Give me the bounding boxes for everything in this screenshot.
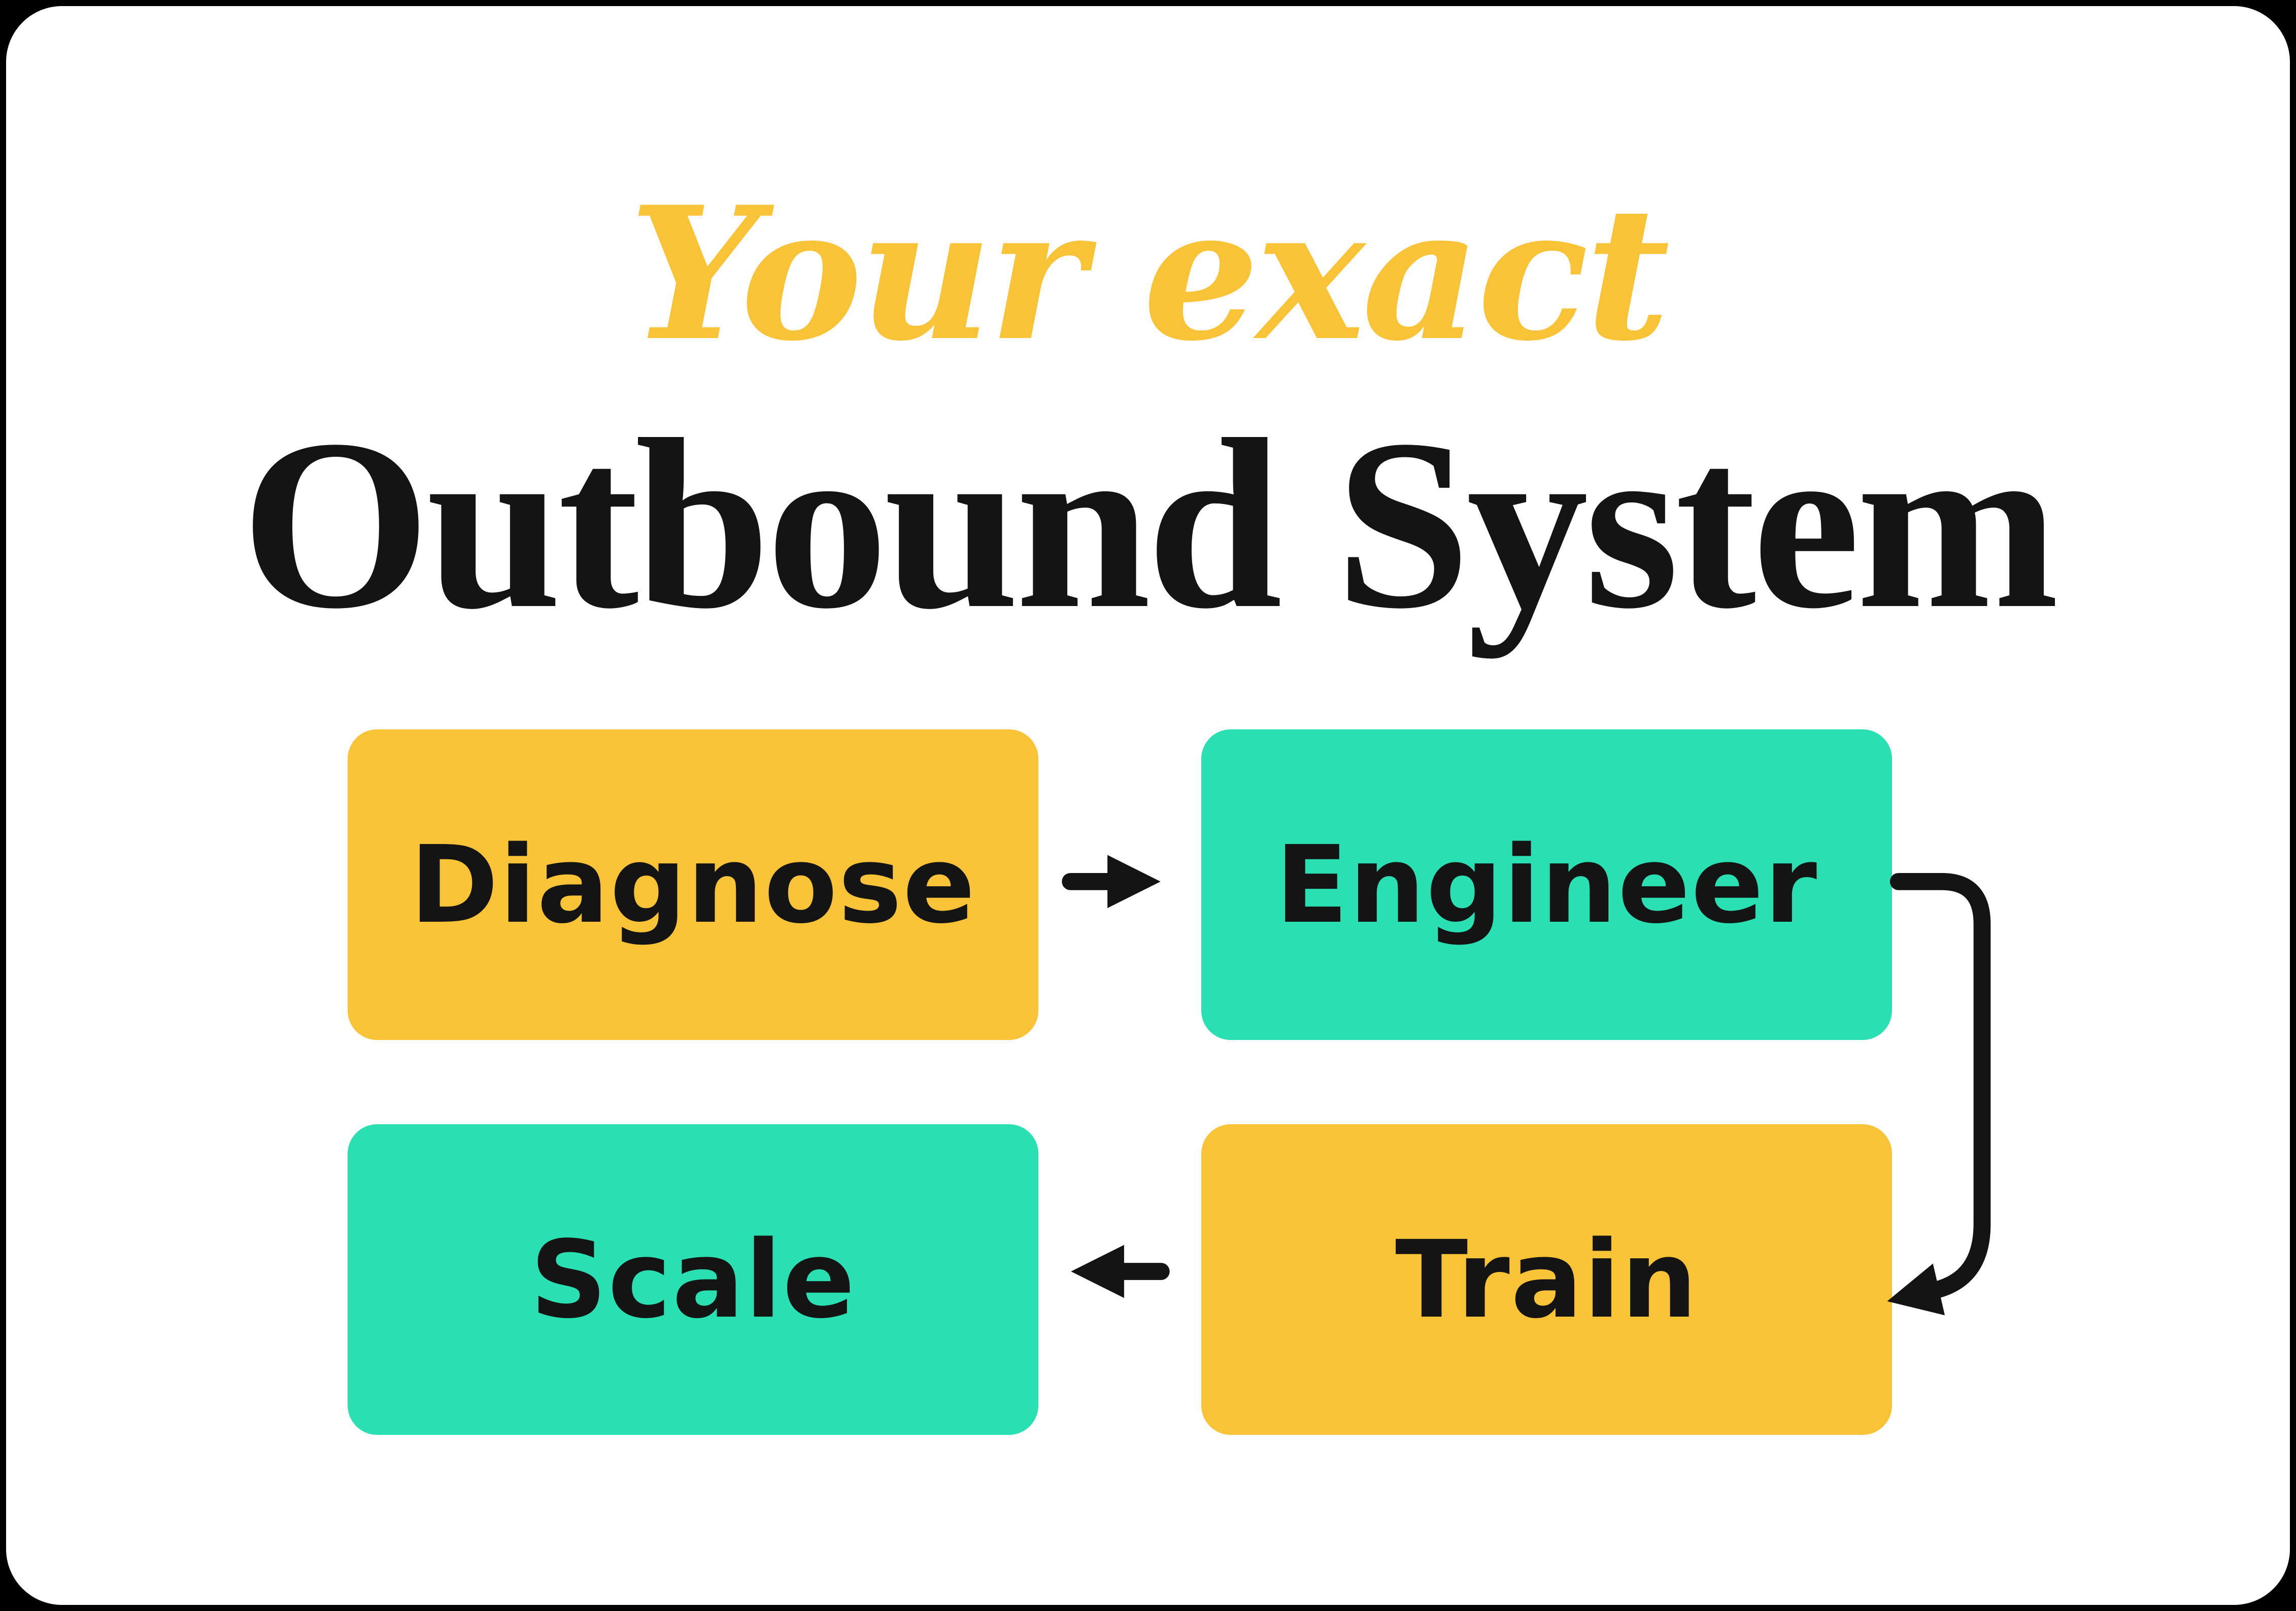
node-diagnose-label: Diagnose <box>410 822 976 947</box>
page-title: Outbound System <box>241 389 2059 659</box>
node-engineer: Engineer <box>1201 729 1892 1040</box>
card-background: Your exact Outbound System Diagnose Engi… <box>6 6 2290 1605</box>
node-scale: Scale <box>348 1124 1038 1435</box>
title-script: Your exact <box>629 166 1670 381</box>
node-train: Train <box>1201 1124 1892 1435</box>
node-scale-label: Scale <box>530 1217 856 1342</box>
arrow-engineer-to-train-icon <box>1887 872 1991 1316</box>
node-diagnose: Diagnose <box>348 729 1038 1040</box>
node-train-label: Train <box>1395 1217 1698 1342</box>
node-engineer-label: Engineer <box>1275 822 1818 947</box>
